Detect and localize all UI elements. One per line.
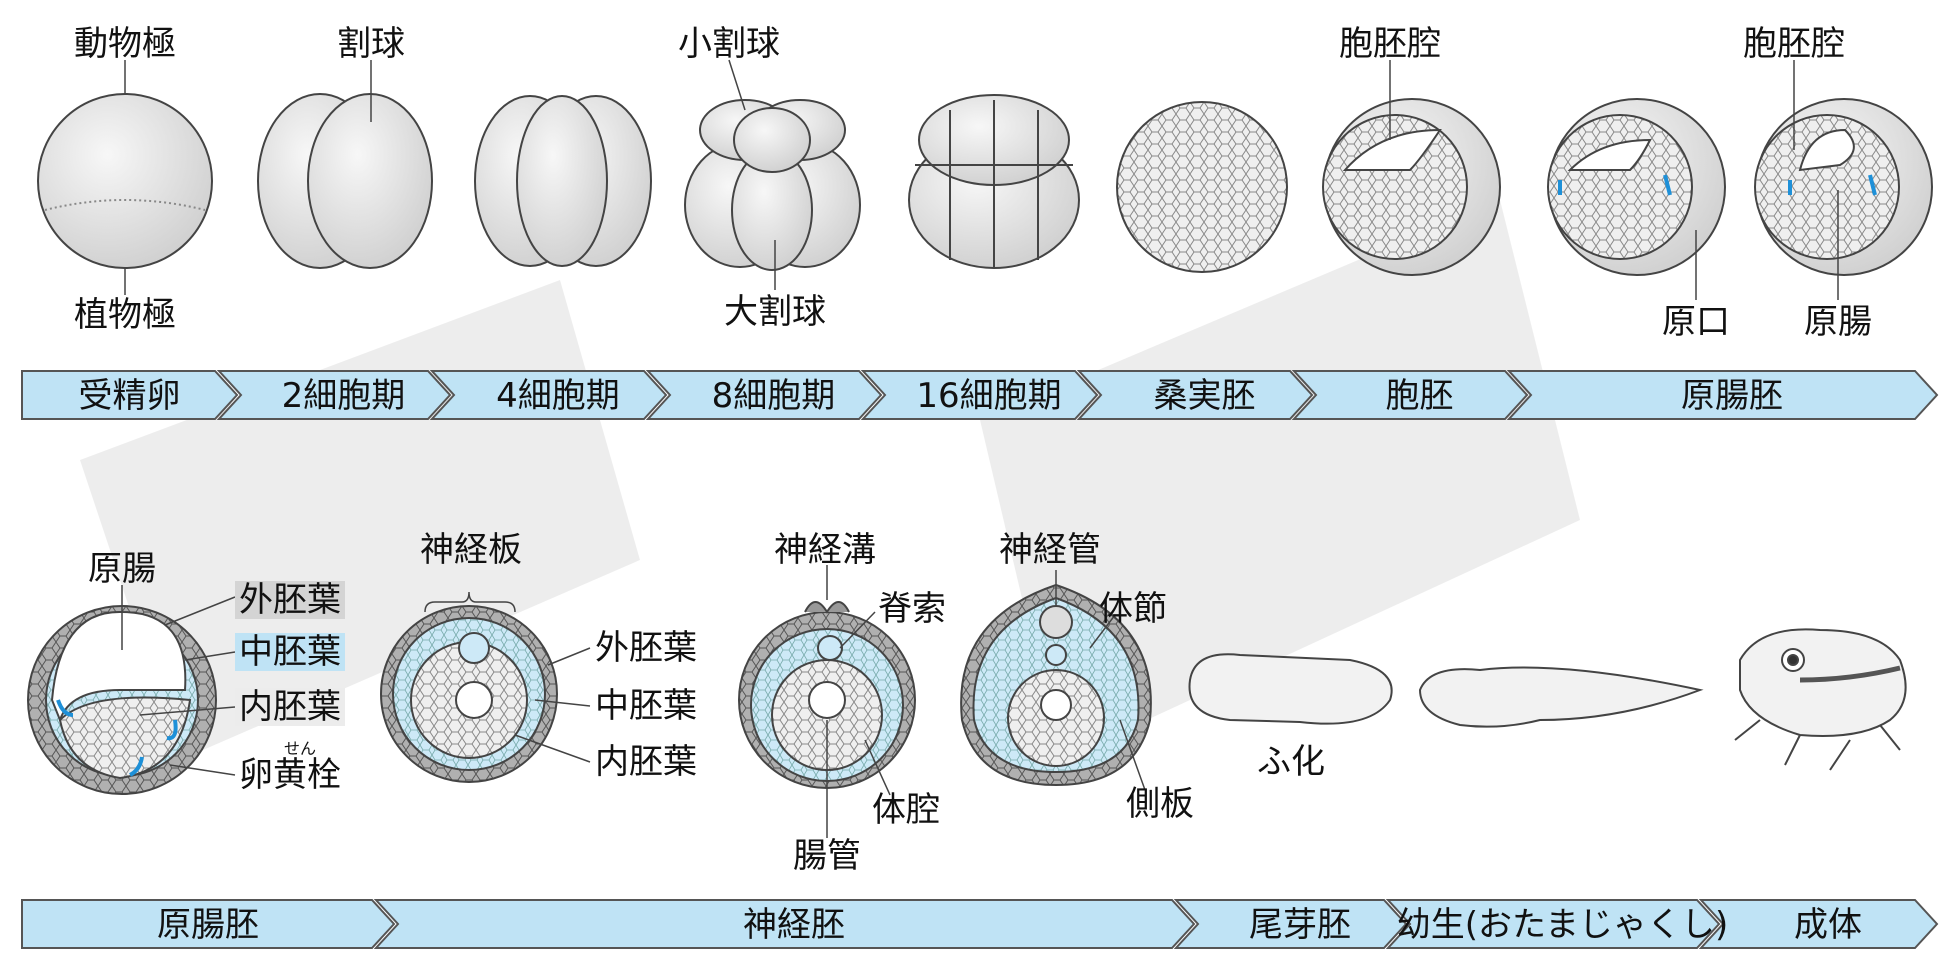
stage-label: 4細胞期 [496, 376, 620, 416]
label-yolk-plug: 卵黄栓 [239, 755, 341, 795]
blastula [1322, 60, 1501, 276]
neural-tube-section [960, 570, 1152, 791]
label-blastocoel-2: 胞胚腔 [1743, 24, 1845, 64]
stage-arrow-3 [645, 370, 883, 420]
stage-label: 原腸胚 [1681, 376, 1783, 416]
stage-label: 胞胚 [1385, 376, 1454, 416]
label-mesoderm: 中胚葉 [235, 633, 345, 671]
label-blastocoel: 胞胚腔 [1339, 24, 1441, 64]
gastrula-section [27, 585, 236, 795]
stage-label: 8細胞期 [711, 376, 836, 416]
neural-groove-section [738, 565, 916, 838]
label-blastopore: 原口 [1662, 302, 1730, 342]
stage-arrow-6 [1291, 370, 1529, 420]
stage-label: 桑実胚 [1153, 376, 1256, 416]
label-archenteron: 原腸 [1804, 302, 1872, 342]
fertilized-egg [37, 60, 213, 295]
stage-arrow-5 [1076, 370, 1314, 420]
stage-label: 原腸胚 [157, 905, 259, 945]
label-mesoderm-2: 中胚葉 [595, 686, 697, 726]
stage-arrow-0 [21, 370, 239, 420]
label-notochord: 脊索 [878, 589, 946, 629]
late-gastrula [1754, 60, 1933, 300]
label-micromere: 小割球 [678, 24, 780, 64]
stage-arrow-7 [1506, 370, 1939, 420]
label-ectoderm: 外胚葉 [235, 581, 345, 619]
stage-label: 尾芽胚 [1249, 905, 1351, 945]
label-ectoderm-2: 外胚葉 [595, 628, 697, 668]
two-cell-embryo [257, 60, 433, 269]
stage-label: 神経胚 [743, 905, 845, 945]
label-gut: 腸管 [793, 836, 861, 876]
morula [1116, 101, 1288, 273]
label-yolk-plug-ruby: せん [283, 739, 317, 758]
adult-frog [1734, 628, 1907, 771]
stage-label: 2細胞期 [281, 376, 406, 416]
hatching-tadpole [1188, 653, 1393, 725]
label-somite: 体節 [1099, 589, 1167, 629]
stage-arrow-4 [1698, 899, 1939, 949]
label-animal-pole: 動物極 [74, 24, 176, 64]
stage-label: 16細胞期 [916, 376, 1062, 416]
stage-arrow-1 [216, 370, 452, 420]
label-blastomere: 割球 [337, 24, 405, 64]
stage-label: 成体 [1794, 905, 1862, 945]
eight-cell-embryo [684, 59, 861, 290]
stage-label: 幼生(おたまじゃくし) [1396, 905, 1729, 945]
stage-arrow-0 [21, 899, 396, 949]
label-coelom: 体腔 [872, 790, 940, 830]
stage-arrow-4 [860, 370, 1099, 420]
stage-arrow-2 [1173, 899, 1408, 949]
label-vegetal-pole: 植物極 [74, 295, 176, 335]
label-lateral-plate: 側板 [1126, 784, 1194, 824]
stage-arrow-1 [373, 899, 1196, 949]
stage-arrow-3 [1385, 899, 1721, 949]
label-macromere: 大割球 [724, 292, 826, 332]
neural-plate-section [380, 591, 591, 783]
tadpole [1418, 666, 1704, 728]
early-gastrula [1547, 98, 1726, 300]
label-neural-tube: 神経管 [999, 530, 1101, 570]
label-endoderm-2: 内胚葉 [595, 742, 697, 782]
bottom-stage-band [21, 899, 1939, 949]
label-archenteron-2: 原腸 [88, 549, 156, 589]
label-neural-plate: 神経板 [420, 530, 522, 570]
top-stage-band [21, 370, 1939, 420]
four-cell-embryo [474, 95, 652, 267]
label-endoderm: 内胚葉 [235, 688, 345, 726]
label-hatching: ふ化 [1257, 742, 1325, 782]
stage-label: 受精卵 [78, 376, 181, 416]
label-neural-groove: 神経溝 [774, 530, 876, 570]
stage-arrow-2 [429, 370, 668, 420]
sixteen-cell-embryo [908, 94, 1080, 269]
